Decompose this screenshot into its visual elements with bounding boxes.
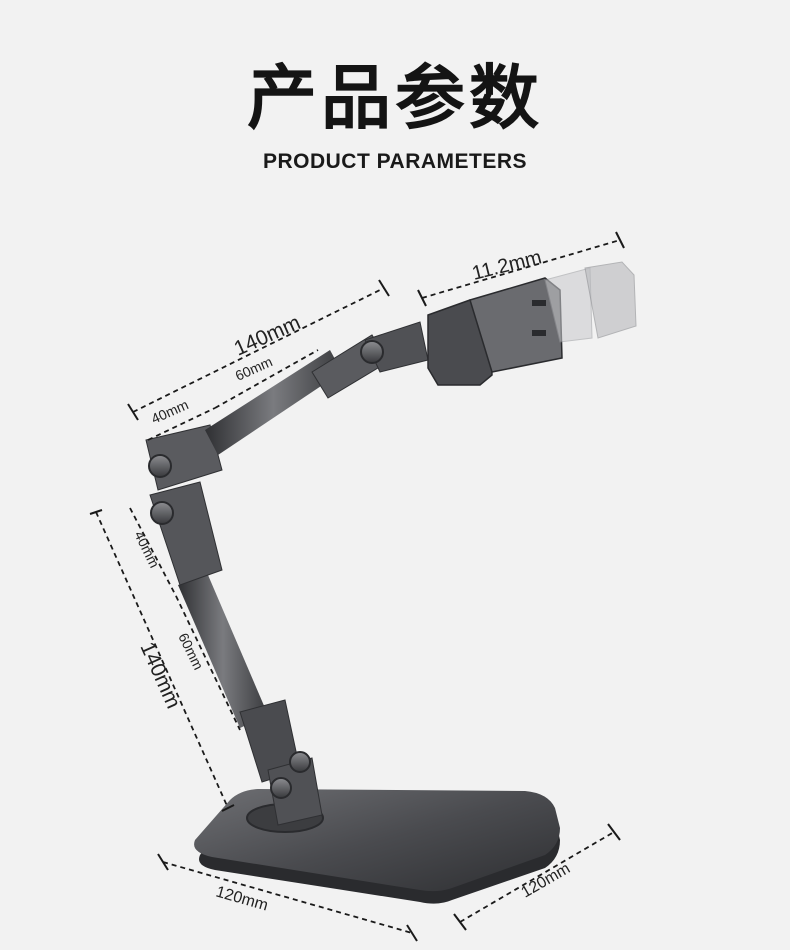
base-plate xyxy=(194,789,560,904)
joint-screws xyxy=(148,340,384,799)
lower-arm xyxy=(145,424,323,826)
label-lower-arm-segment-a: 40mm xyxy=(131,528,162,570)
page-subtitle: PRODUCT PARAMETERS xyxy=(262,150,528,173)
label-base-width: 120mm xyxy=(214,884,270,915)
dimension-ticks xyxy=(89,231,625,942)
label-clamp-width: 11.2mm xyxy=(470,246,544,284)
page-title: 产品参数 xyxy=(247,57,543,139)
dimension-lines xyxy=(95,239,621,934)
phone-clamp xyxy=(427,261,637,386)
label-lower-arm-total: 140mm xyxy=(135,639,184,712)
